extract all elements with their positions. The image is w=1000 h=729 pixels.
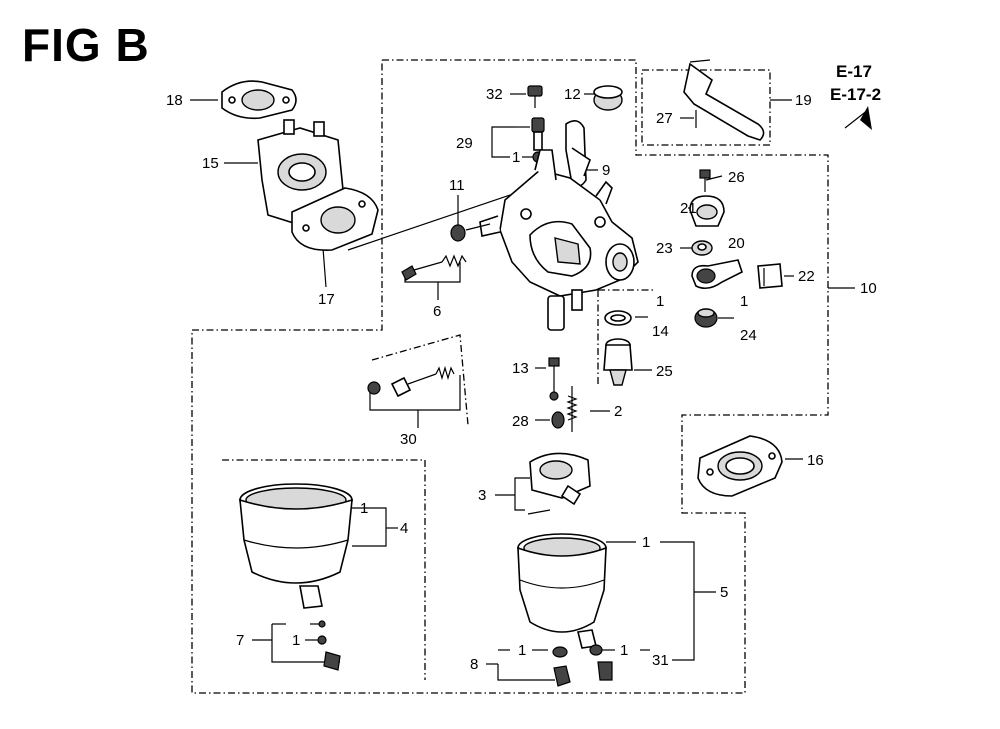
callout-14-qty: 1 [656, 293, 664, 310]
screw-7 [317, 620, 341, 671]
float-bowl-5 [517, 533, 607, 649]
callout-19: 19 [795, 92, 812, 109]
gasket-16 [697, 435, 783, 497]
screw-set-30 [367, 365, 455, 398]
callout-23: 23 [656, 240, 673, 257]
callout-5: 5 [720, 584, 728, 601]
callout-15: 15 [202, 155, 219, 172]
block-22 [757, 263, 783, 289]
callout-2: 2 [614, 403, 622, 420]
callout-31: 31 [652, 652, 669, 669]
callout-29-qty: 1 [512, 149, 520, 166]
callout-6: 6 [433, 303, 441, 320]
needle-2 [566, 386, 578, 432]
callout-7-qty: 1 [292, 632, 300, 649]
washer-23 [691, 240, 713, 256]
callout-20: 20 [728, 235, 745, 252]
screw-6 [401, 254, 467, 281]
callout-5-qty: 1 [642, 534, 650, 551]
callout-4: 4 [400, 520, 408, 537]
callout-32: 32 [486, 86, 503, 103]
nut-24 [694, 308, 718, 328]
bolt-31 [589, 644, 613, 681]
direction-arrow [844, 106, 872, 130]
bolt-8 [552, 646, 571, 687]
callout-28: 28 [512, 413, 529, 430]
assembly-boundaries [191, 59, 829, 694]
callout-21: 21 [680, 200, 697, 217]
lever-9 [565, 120, 591, 188]
nut-11 [450, 223, 491, 242]
callout-7: 7 [236, 632, 244, 649]
callout-27: 27 [656, 110, 673, 127]
callout-25: 25 [656, 363, 673, 380]
float-3 [527, 452, 591, 515]
gasket-18 [221, 80, 297, 120]
callout-24-qty: 1 [740, 293, 748, 310]
callout-8-qty: 1 [518, 642, 526, 659]
callout-4-qty: 1 [360, 500, 368, 517]
reference-e17-2: E-17-2 [830, 85, 882, 104]
cap-12 [593, 85, 623, 111]
screw-26 [699, 169, 711, 192]
reference-e17: E-17 [836, 62, 872, 81]
callout-24: 24 [740, 327, 757, 344]
lever-19 [683, 59, 765, 141]
callout-11: 11 [449, 177, 465, 194]
valve-21 [689, 195, 725, 227]
callout-13: 13 [512, 360, 529, 377]
callout-14: 14 [652, 323, 669, 340]
callout-30: 30 [400, 431, 417, 448]
callout-8: 8 [470, 656, 478, 673]
spring-28 [551, 411, 565, 429]
callout-16: 16 [807, 452, 824, 469]
float-bowl-4 [239, 483, 353, 609]
carburetor-body [479, 149, 639, 331]
gasket-17 [291, 187, 379, 251]
callout-26: 26 [728, 169, 745, 186]
callout-22: 22 [798, 268, 815, 285]
oring-14 [604, 310, 632, 326]
callout-12: 12 [564, 86, 581, 103]
screw-13 [548, 357, 560, 401]
jet-25 [603, 338, 633, 386]
callout-3: 3 [478, 487, 486, 504]
callout-31-qty: 1 [620, 642, 628, 659]
callout-9: 9 [602, 162, 610, 179]
callout-18: 18 [166, 92, 183, 109]
callout-29: 29 [456, 135, 473, 152]
callout-17: 17 [318, 291, 335, 308]
figure-title: FIG B [22, 19, 150, 71]
holder-20 [691, 259, 743, 290]
callout-10: 10 [860, 280, 877, 297]
callout-labels: 18 15 17 32 12 29 1 9 11 6 19 27 26 21 2… [166, 86, 877, 673]
screw-32 [527, 85, 543, 108]
